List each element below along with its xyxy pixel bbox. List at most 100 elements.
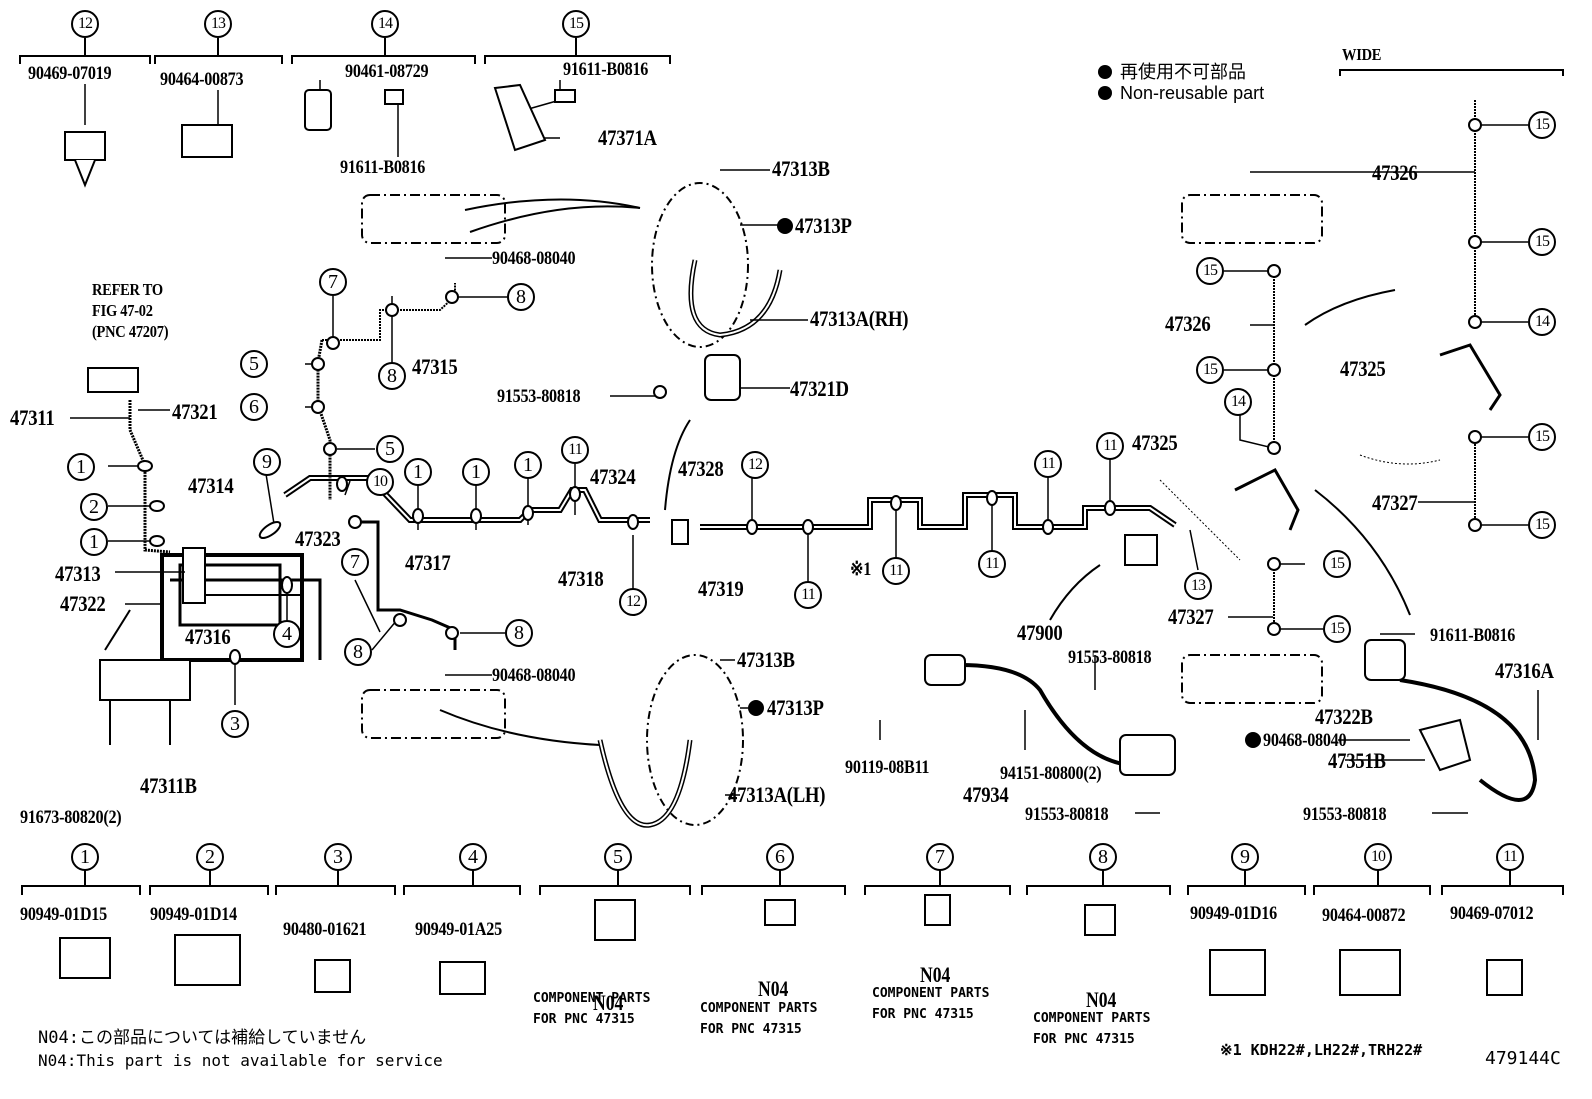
part-number[interactable]: 90119-08B11 [845,757,930,778]
part-number[interactable]: 47325 [1340,356,1386,381]
part-number[interactable]: 47314 [188,473,234,498]
callout-15: 15 [1528,228,1556,256]
part-number[interactable]: 47371A [598,125,657,150]
part-number[interactable]: 90949-01D15 [20,904,107,925]
part-number[interactable]: 90464-00873 [160,69,244,90]
part-number[interactable]: 90949-01D16 [1190,903,1277,924]
bracket-15 [484,38,671,64]
bracket-12 [19,38,151,64]
bracket-13 [154,38,283,64]
part-number[interactable]: 47351B [1328,748,1386,773]
part-number[interactable]: 47322 [60,591,106,616]
part-number[interactable]: 91553-80818 [1068,647,1152,668]
part-number[interactable]: 47326 [1165,311,1211,336]
n04-code: N04 [758,976,789,1001]
part-number[interactable]: 91553-80818 [1303,804,1387,825]
n04-note-en: N04:This part is not available for servi… [38,1051,443,1070]
callout-15: 15 [1323,615,1351,643]
bracket-14 [291,38,476,64]
part-number[interactable]: 47322B [1315,704,1373,729]
callout-9: 9 [1231,843,1259,871]
callout-13: 13 [1184,572,1212,600]
callout-11: 11 [1496,843,1524,871]
n04-code: N04 [920,962,951,987]
part-number[interactable]: 47327 [1168,604,1214,629]
part-number[interactable]: 47315 [412,354,458,379]
part-number[interactable]: 47319 [698,576,744,601]
part-number[interactable]: 47318 [558,566,604,591]
part-number[interactable]: 47313P [767,695,824,720]
part-number[interactable]: 90468-08040 [492,665,576,686]
part-number[interactable]: 47313P [795,213,852,238]
figure-code: 479144C [1485,1048,1561,1069]
part-number[interactable]: 90949-01A25 [415,919,502,940]
part-number[interactable]: 47317 [405,550,451,575]
part-number[interactable]: 47326 [1372,160,1418,185]
part-number[interactable]: 47323 [295,526,341,551]
filled-dot-icon [1098,65,1112,79]
part-number[interactable]: 47313B [772,156,830,181]
part-number[interactable]: 47327 [1372,490,1418,515]
part-number[interactable]: 47328 [678,456,724,481]
part-number[interactable]: 90469-07012 [1450,903,1534,924]
filled-dot-icon [1098,86,1112,100]
part-number[interactable]: 47934 [963,782,1009,807]
part-number[interactable]: 90469-07019 [28,63,112,84]
callout-15: 15 [1528,111,1556,139]
callout-15: 15 [1196,257,1224,285]
part-number[interactable]: 91611-B0816 [340,157,426,178]
callout-8: 8 [507,283,535,311]
callout-3: 3 [324,843,352,871]
wide-label: WIDE [1342,45,1382,64]
bracket-wide [1339,69,1564,76]
callout-5: 5 [240,350,268,378]
callout-7: 7 [926,843,954,871]
part-number[interactable]: 91553-80818 [1025,804,1109,825]
part-number[interactable]: 47324 [590,464,636,489]
part-number[interactable]: 47321 [172,399,218,424]
bracket-b1 [21,870,141,895]
part-number[interactable]: 90480-01621 [283,919,367,940]
part-number[interactable]: 47900 [1017,620,1063,645]
part-number[interactable]: 47311 [10,405,55,430]
callout-4: 4 [459,843,487,871]
part-number[interactable]: 47316 [185,624,231,649]
callout-9: 9 [253,448,281,476]
part-number[interactable]: 47311B [140,773,197,798]
n04-note-jp: N04:この部品については補給していません [38,1028,367,1048]
part-number[interactable]: 47313B [737,647,795,672]
callout-5: 5 [604,843,632,871]
part-number[interactable]: 91611-B0816 [563,59,649,80]
callout-11: 11 [1096,432,1124,460]
n04-code: N04 [1086,987,1117,1012]
part-number[interactable]: 47313A(RH) [810,306,909,331]
callout-15: 15 [1196,356,1224,384]
part-number[interactable]: 90464-00872 [1322,905,1406,926]
callout-8: 8 [1089,843,1117,871]
part-number[interactable]: 47313 [55,561,101,586]
part-number[interactable]: 90461-08729 [345,61,429,82]
part-number[interactable]: 94151-80800(2) [1000,763,1102,784]
callout-11: 11 [794,581,822,609]
part-number[interactable]: 47316A [1495,658,1554,683]
callout-11: 11 [561,436,589,464]
callout-1: 1 [404,458,432,486]
part-number[interactable]: 91673-80820(2) [20,807,122,828]
part-number[interactable]: 90468-08040 [1263,730,1347,751]
refer-note-line[interactable]: FIG 47-02 [92,301,153,320]
callout-10: 10 [1364,843,1392,871]
callout-14: 14 [1224,388,1252,416]
part-number[interactable]: 90468-08040 [492,248,576,269]
callout-1: 1 [71,843,99,871]
part-number[interactable]: 91611-B0816 [1430,625,1516,646]
callout-7: 7 [341,548,369,576]
part-number[interactable]: 47313A(LH) [728,782,826,807]
part-number[interactable]: 91553-80818 [497,386,581,407]
callout-1: 1 [80,528,108,556]
callout-15: 15 [1323,550,1351,578]
part-number[interactable]: 47321D [790,376,849,401]
part-number[interactable]: 90949-01D14 [150,904,237,925]
part-number[interactable]: 47325 [1132,430,1178,455]
